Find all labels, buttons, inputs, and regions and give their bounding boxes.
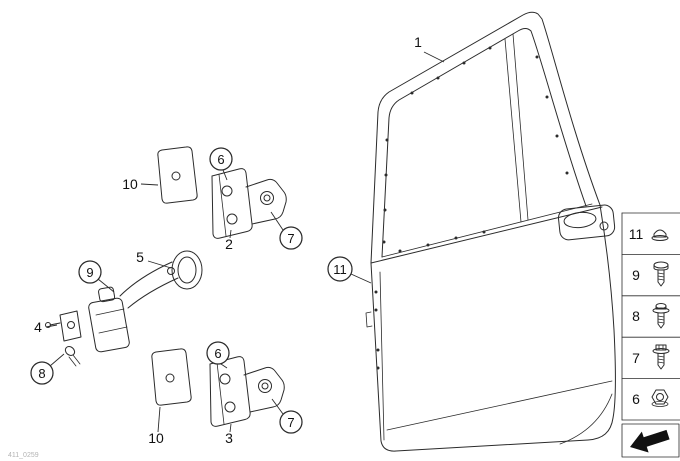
- hinge-upper: [211, 168, 287, 239]
- legend-row-11-label: 11: [629, 226, 644, 242]
- cap-nut-icon: [651, 229, 669, 241]
- check-bolt: [64, 346, 81, 367]
- legend-row-11[interactable]: 11: [629, 226, 669, 242]
- hinge-lower: [209, 356, 285, 427]
- legend-row-8-label: 8: [632, 308, 640, 324]
- callout-3[interactable]: 3: [225, 423, 233, 446]
- callout-6-upper-circle: [209, 147, 233, 171]
- callout-4[interactable]: 4: [34, 319, 58, 335]
- callout-11[interactable]: 11: [327, 256, 372, 284]
- hex-flange-bolt-icon: [652, 344, 670, 370]
- frame-rivet-dots: [374, 46, 569, 370]
- door-crease-line: [386, 380, 613, 431]
- callout-11-label: 11: [333, 262, 347, 277]
- callout-7-lower-circle: [279, 410, 303, 434]
- callout-3-label: 3: [225, 430, 233, 446]
- lock-cylinder: [599, 221, 609, 231]
- legend-row-6[interactable]: 6: [632, 389, 669, 407]
- rear-door-outline: [365, 11, 616, 452]
- callout-7-upper-label: 7: [287, 231, 294, 246]
- callout-11-circle: [327, 256, 353, 282]
- washer-screw-icon: [652, 303, 670, 329]
- door-handle: [557, 204, 616, 241]
- callout-7-upper[interactable]: 7: [270, 211, 303, 250]
- fasteners-legend: 11 9 8 7: [621, 212, 680, 421]
- callout-6-lower-label: 6: [214, 346, 221, 361]
- hex-flange-nut-icon: [651, 389, 669, 407]
- grommet: [171, 250, 203, 290]
- legend-row-7-label: 7: [632, 350, 640, 366]
- callout-6-upper-label: 6: [217, 152, 224, 167]
- callout-8[interactable]: 8: [30, 353, 65, 385]
- diagram-code: 411_0259: [8, 452, 39, 459]
- callout-7-lower[interactable]: 7: [271, 398, 303, 434]
- callout-7-upper-circle: [279, 226, 303, 250]
- legend-row-9[interactable]: 9: [632, 261, 669, 287]
- pan-head-screw-icon: [653, 261, 669, 287]
- callout-9[interactable]: 9: [78, 260, 115, 293]
- back-arrow-icon: [630, 429, 670, 453]
- legend-row-9-label: 9: [632, 267, 640, 283]
- legend-row-8[interactable]: 8: [632, 303, 670, 329]
- nav-arrow-box[interactable]: [621, 423, 680, 458]
- callout-9-circle: [78, 260, 102, 284]
- check-bracket: [59, 310, 82, 342]
- legend-row-6-label: 6: [632, 391, 640, 407]
- door-check-assembly: [45, 250, 203, 367]
- callout-5-label: 5: [136, 249, 144, 265]
- callout-9-label: 9: [86, 265, 93, 280]
- callout-8-label: 8: [38, 366, 45, 381]
- legend-row-7[interactable]: 7: [632, 344, 670, 370]
- callout-5[interactable]: 5: [136, 249, 172, 269]
- callout-8-circle: [30, 361, 54, 385]
- callout-2[interactable]: 2: [225, 229, 233, 252]
- callout-1[interactable]: 1: [414, 34, 445, 63]
- callout-10-upper[interactable]: 10: [122, 176, 159, 192]
- callout-10-upper-label: 10: [122, 176, 138, 192]
- callout-10-lower-label: 10: [148, 430, 164, 446]
- quarter-window-divider: [504, 38, 522, 223]
- gasket-plate-upper: [157, 146, 198, 204]
- callout-6-lower[interactable]: 6: [206, 341, 230, 369]
- callout-6-lower-circle: [206, 341, 230, 365]
- callout-7-lower-label: 7: [287, 415, 294, 430]
- callout-6-upper[interactable]: 6: [209, 147, 233, 181]
- callout-4-label: 4: [34, 319, 42, 335]
- callout-2-label: 2: [225, 236, 233, 252]
- callout-1-label: 1: [414, 34, 422, 50]
- callout-10-lower[interactable]: 10: [148, 406, 164, 446]
- door-check-opening: [365, 311, 373, 328]
- wheel-arch-line: [559, 393, 613, 445]
- gasket-plate-lower: [151, 348, 192, 406]
